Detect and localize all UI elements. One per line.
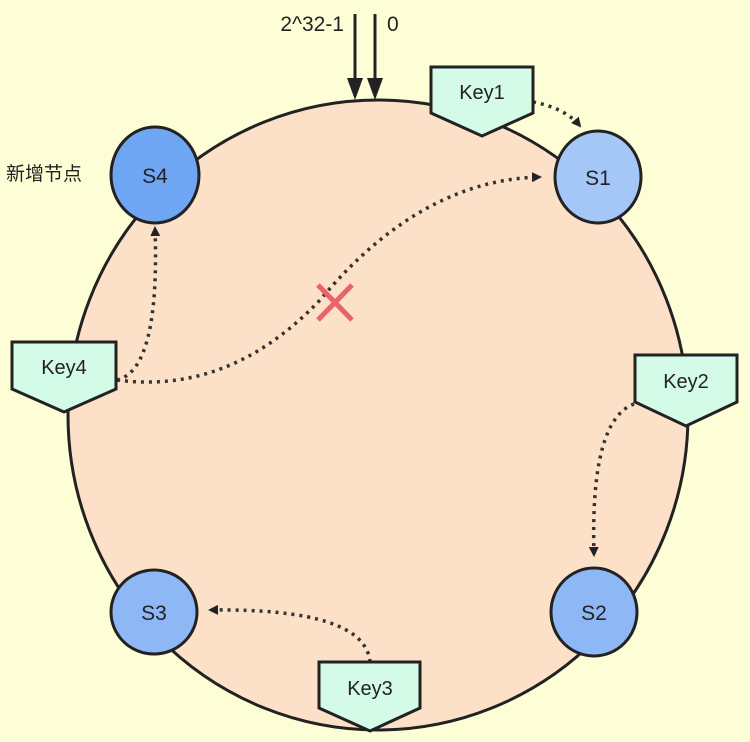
key3: Key3: [317, 660, 422, 733]
svg-text:Key2: Key2: [663, 371, 709, 393]
key2-to-s2-arrow: [588, 402, 635, 557]
new-node-label: 新增节点: [6, 163, 82, 185]
zero-label: 0: [387, 13, 399, 36]
key3-to-s3-arrow: [208, 604, 372, 663]
node-s1: S1: [553, 129, 643, 225]
svg-text:Key1: Key1: [459, 82, 505, 104]
svg-text:S2: S2: [581, 602, 607, 625]
key2: Key2: [633, 353, 739, 428]
svg-text:Key3: Key3: [347, 678, 393, 700]
key4-to-s4-arrow: [116, 226, 161, 382]
max-hash-label: 2^32-1: [280, 13, 344, 36]
svg-text:S4: S4: [142, 165, 168, 188]
origin-arrows: [347, 14, 383, 100]
mapping-arrows: [116, 100, 635, 663]
key1: Key1: [429, 65, 535, 138]
cross-icon: [316, 283, 354, 322]
key1-to-s1-arrow: [532, 100, 582, 128]
node-s3: S3: [109, 568, 199, 656]
key4: Key4: [10, 340, 118, 414]
svg-text:Key4: Key4: [41, 357, 87, 379]
svg-text:S3: S3: [141, 602, 167, 625]
node-s2: S2: [549, 566, 639, 658]
svg-text:S1: S1: [585, 167, 611, 190]
node-s4: S4: [109, 125, 201, 225]
